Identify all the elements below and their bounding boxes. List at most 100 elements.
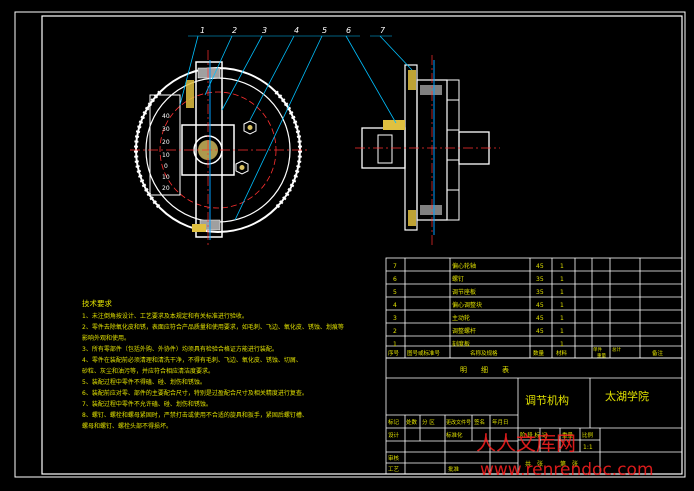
balloon-3: 3	[262, 26, 267, 35]
parts-cell-qty: 1	[560, 315, 564, 322]
scale-plate	[149, 94, 181, 196]
scale-mark: 20	[162, 185, 170, 192]
parts-cell-name: 螺钉	[452, 275, 464, 283]
parts-cell-qty: 1	[560, 341, 564, 348]
header-drawing-no: 图号或标准号	[407, 349, 441, 357]
parts-cell-name: 调整螺杆	[452, 327, 476, 335]
balloon-5: 5	[322, 26, 327, 35]
scale-mark: 10	[162, 152, 170, 159]
balloon-7: 7	[380, 26, 386, 35]
tech-req-line: 6、装配前应对零、部件的主要配合尺寸，特别是过盈配合尺寸及相关精度进行复查。	[82, 389, 308, 397]
drawing-name: 调节机构	[525, 393, 569, 407]
label-weight: 重量	[562, 431, 574, 439]
scale-mark: 20	[162, 139, 170, 146]
tech-req-line: 4、零件在装配前必须清理和清洗干净，不得有毛刺、飞边、氧化皮、锈蚀、切屑、	[82, 356, 302, 364]
label-count: 处数	[406, 418, 418, 426]
parts-rows: 7 偏心轮轴 45 1 6 螺钉 35 1 5 调节座板 35 1 4 偏心调整块 45 1 3 主动轮 45 1 2 调…	[393, 262, 564, 348]
parts-cell-qty: 1	[560, 289, 564, 296]
scale-mark: 10	[162, 174, 170, 181]
label-sign: 签名	[474, 418, 485, 426]
label-audit: 审核	[388, 454, 400, 462]
header-material: 材料	[556, 349, 568, 357]
parts-cell-mat: 45	[536, 302, 544, 309]
parts-list-label: 明 细 表	[460, 365, 509, 374]
parts-cell-no: 7	[393, 263, 397, 270]
watermark-url: www.renrendoc.com	[480, 460, 654, 480]
tech-req-title: 技术要求	[82, 298, 112, 308]
tech-req-line: 1、未注倒角按设计、工艺要求及本规定和有关标准进行验收。	[82, 312, 248, 320]
parts-cell-qty: 1	[560, 263, 564, 270]
title-block-text: 明 细 表 调节机构 太湖学院 标记 处数 分 区 更改文件号 签名 年月日 设…	[388, 365, 649, 473]
parts-cell-no: 5	[393, 289, 397, 296]
front-view	[130, 50, 310, 248]
label-change-doc: 更改文件号	[446, 419, 471, 426]
technical-requirements: 技术要求 1、未注倒角按设计、工艺要求及本规定和有关标准进行验收。 2、零件去除…	[82, 298, 344, 430]
parts-cell-mat: 45	[536, 315, 544, 322]
parts-cell-mat: 35	[536, 289, 544, 296]
tech-req-line: 8、螺钉、螺栓和螺母紧固时，严禁打击或使用不合适的旋具和扳手，紧固后螺钉槽、	[82, 411, 308, 419]
header-remark: 备注	[652, 349, 664, 357]
tech-req-line: 7、装配过程中零件不允许磕、碰、划伤和锈蚀。	[82, 400, 212, 408]
parts-cell-name: 刻度板	[452, 340, 470, 348]
parts-cell-no: 3	[393, 315, 397, 322]
label-craft: 工艺	[388, 466, 400, 473]
parts-cell-no: 4	[393, 302, 397, 309]
parts-cell-no: 1	[393, 341, 397, 348]
header-no: 序号	[388, 349, 400, 357]
outer-frame	[14, 11, 686, 478]
parts-cell-name: 偏心调整块	[452, 301, 482, 309]
balloon-6: 6	[346, 26, 351, 35]
parts-cell-qty: 1	[560, 302, 564, 309]
parts-cell-qty: 1	[560, 328, 564, 335]
header-total: 总计	[612, 346, 621, 353]
parts-cell-qty: 1	[560, 276, 564, 283]
school-name: 太湖学院	[605, 389, 649, 403]
sheet-number: 第 张	[560, 460, 578, 468]
parts-cell-mat: 45	[536, 263, 544, 270]
balloon-labels: 1 2 3 4 5 6 7	[200, 26, 386, 35]
inner-frame	[41, 15, 683, 475]
scale-mark: 30	[162, 126, 170, 133]
parts-cell-mat: 35	[536, 276, 544, 283]
parts-list-table	[385, 257, 683, 359]
label-standard: 标准化	[446, 431, 463, 439]
header-qty: 数量	[533, 349, 545, 357]
balloon-1: 1	[200, 26, 205, 35]
tech-req-line: 影响外观和使用。	[82, 334, 130, 342]
side-view	[355, 55, 500, 245]
tech-req-line: 5、装配过程中零件不得磕、碰、划伤和锈蚀。	[82, 378, 206, 386]
parts-cell-name: 调节座板	[452, 288, 476, 296]
label-zone: 分 区	[422, 418, 435, 426]
header-name: 名称及规格	[470, 349, 498, 357]
sheet-total: 共 张	[525, 460, 543, 468]
label-approve: 批准	[448, 465, 460, 473]
scale-mark: 0	[164, 163, 168, 170]
balloon-4: 4	[294, 26, 299, 35]
tech-req-line: 3、所有零部件（包括外购、外协件）均须具有检验合格证方能进行装配。	[82, 345, 278, 353]
parts-cell-mat: 45	[536, 328, 544, 335]
scale-value: 1:1	[583, 444, 593, 451]
parts-header: 序号 图号或标准号 名称及规格 数量 材料 单件 总计 重量 备注	[388, 346, 664, 359]
label-date: 年月日	[492, 418, 509, 426]
parts-cell-name: 偏心轮轴	[452, 262, 476, 270]
tech-req-line: 螺母和螺钉、螺栓头部不得损坏。	[82, 422, 172, 430]
title-block	[385, 357, 683, 475]
balloon-leaders	[179, 35, 413, 221]
tech-req-line: 2、零件去除氧化皮和锈，表面应符合产品质量和使用要求，如毛刺、飞边、氧化皮、锈蚀…	[82, 323, 344, 331]
parts-cell-name: 主动轮	[452, 314, 470, 322]
label-ratio: 比例	[582, 431, 594, 439]
parts-cell-no: 2	[393, 328, 397, 335]
parts-cell-no: 6	[393, 276, 397, 283]
label-stage: 阶 段 标 记	[520, 431, 548, 439]
watermark-cn: 人人文库网	[476, 431, 576, 455]
tech-req-line: 砂粒、灰尘和油污等，并应符合相应清洁度要求。	[82, 367, 214, 375]
scale-mark: 40	[162, 113, 170, 120]
balloon-2: 2	[232, 26, 237, 35]
label-mark: 标记	[388, 418, 400, 426]
header-unit: 单件	[593, 346, 602, 353]
label-design: 设计	[388, 431, 400, 439]
watermark: 人人文库网 www.renrendoc.com	[476, 431, 654, 480]
scale-marks: 40 30 20 10 0 10 20	[162, 113, 170, 192]
header-weight: 重量	[597, 352, 606, 359]
